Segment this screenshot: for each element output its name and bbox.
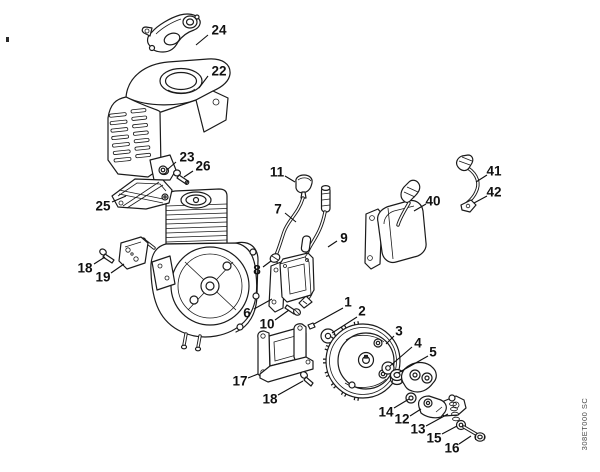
leader-line-40 [413,203,427,212]
part-19-plate [118,236,149,270]
part-18-screw-upper [99,248,115,264]
part-callout-6: 6 [243,306,251,321]
part-26-screw [173,169,190,185]
shroud-louvers [108,108,152,163]
part-callout-25: 25 [95,199,111,214]
part-12-starter-pawl [417,395,467,419]
part-callout-40: 40 [425,194,440,209]
leader-line-6 [253,298,273,310]
leader-line-42 [473,195,488,204]
leader-line-12 [409,408,422,417]
part-callout-42: 42 [486,185,501,200]
leader-line-14 [393,398,410,409]
part-callout-13: 13 [410,422,426,437]
part-42-terminal [460,199,477,213]
part-callout-5: 5 [429,345,437,360]
part-7-ignition-wire [274,196,305,257]
part-10-screw [284,304,302,316]
part-12-pawl-carrier [400,361,437,393]
leader-line-16 [458,435,472,445]
part-41-wire [456,154,480,207]
leader-line-24 [195,34,209,46]
leader-line-7 [284,212,297,223]
part-1-woodruff-key [307,322,316,330]
part-callout-4: 4 [414,336,422,351]
part-callout-11: 11 [270,165,285,180]
leader-line-23 [167,161,177,170]
part-24-bracket [141,13,201,53]
leader-line-22 [198,75,209,89]
leader-line-25 [111,195,127,203]
leader-line-5 [397,355,429,374]
part-callout-23: 23 [179,150,195,165]
leader-line-19 [110,263,125,274]
leader-line-9 [327,240,338,248]
part-callout-41: 41 [486,164,502,179]
leader-line-15 [441,425,458,435]
part-callout-19: 19 [95,270,110,285]
part-16-bolt [462,425,486,442]
drawing-code: 308ET000 SC [580,398,589,451]
leader-line-26 [183,170,194,178]
leader-line-8 [262,260,272,268]
engine-cylinder-crankcase [140,188,260,352]
leader-line-11 [284,175,296,183]
leader-line-4 [389,346,413,367]
leader-line-13 [425,413,449,427]
part-callout-7: 7 [274,202,282,217]
part-callout-18: 18 [262,392,278,407]
part-callout-1: 1 [344,295,352,310]
part-callout-14: 14 [378,405,394,420]
part-callout-12: 12 [394,412,409,427]
part-3-flywheel [323,321,401,401]
part-17-mounting-bracket [257,323,314,383]
part-22-shroud [107,58,231,181]
part-callout-16: 16 [444,441,460,456]
leader-line-17 [247,373,259,379]
part-11-spark-plug-cap [295,174,313,199]
leader-line-18 [93,256,106,265]
part-2-washer [320,328,336,344]
part-25-baffle-plate [111,178,173,210]
part-callout-8: 8 [253,263,261,278]
part-13-pawl-spring [448,394,460,422]
scan-artifact [6,37,9,42]
leader-line-10 [274,309,290,321]
part-14-washer [405,392,417,404]
part-callout-15: 15 [426,431,442,446]
part-callout-10: 10 [259,317,274,332]
part-callout-9: 9 [340,231,348,246]
part-callout-3: 3 [395,324,403,339]
leader-line-1 [313,307,344,325]
part-40-ignition-coil [364,179,427,270]
leader-line-41 [475,174,488,183]
part-callout-24: 24 [211,23,227,38]
leader-line-3 [385,335,395,345]
leader-line-2 [331,316,358,334]
part-callout-2: 2 [358,304,366,319]
part-18-screw-lower [299,371,314,387]
part-callout-17: 17 [232,374,247,389]
part-callout-18: 18 [77,261,93,276]
part-23-nut [158,165,168,175]
part-6-ignition-module [268,252,315,313]
part-callout-22: 22 [211,64,226,79]
leader-line-18 [277,380,304,396]
part-callout-26: 26 [195,159,211,174]
